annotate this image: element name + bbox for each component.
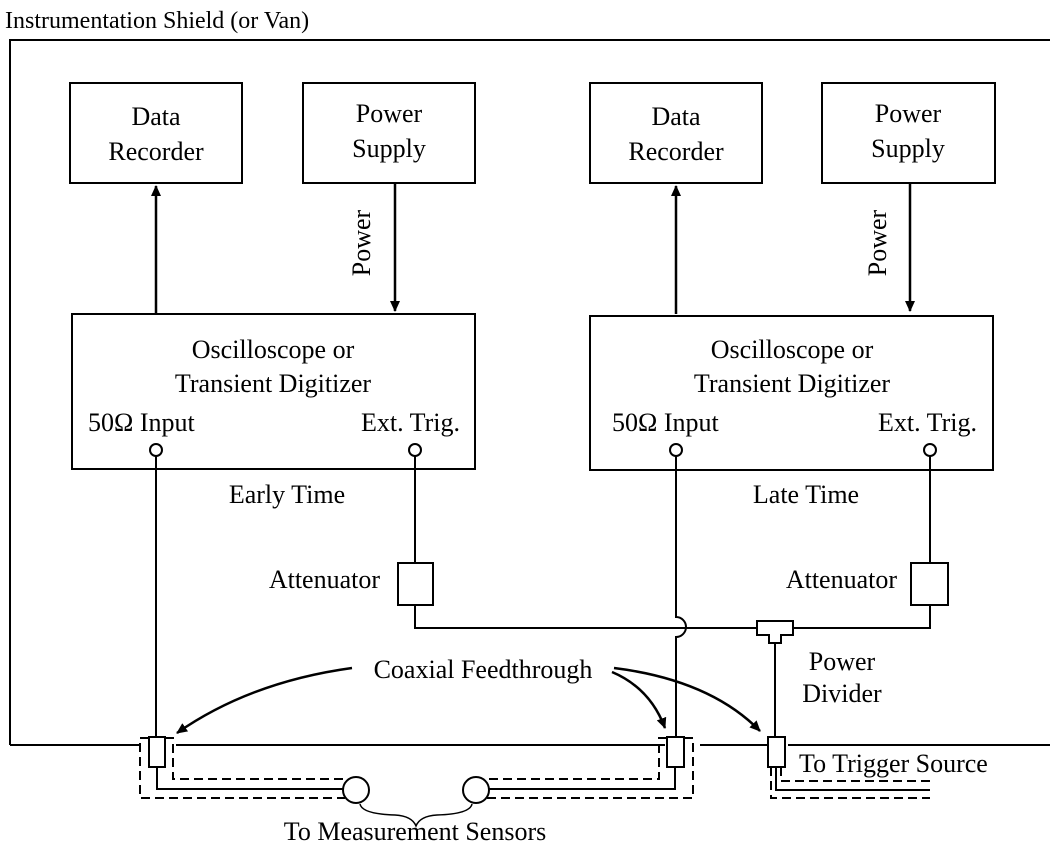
feedthrough-right [767,736,786,768]
feedthrough-label: Coaxial Feedthrough [374,655,593,684]
power-supply-right [821,82,996,184]
trigger-label-right: Ext. Trig. [878,408,977,437]
input-label-left: 50Ω Input [88,408,195,437]
sensor-cable-right [487,737,694,799]
oscilloscope-left [71,313,476,470]
power-divider-label-1: Power [809,647,876,676]
oscilloscope-left-label-2: Transient Digitizer [175,369,372,398]
attenuator-right-label: Attenuator [786,565,898,594]
power-label-right: Power [863,209,892,276]
sensors-label: To Measurement Sensors [284,817,546,846]
power-divider [756,620,794,644]
attenuator-right [910,562,949,606]
oscilloscope-right-label-1: Oscilloscope or [711,335,874,364]
trigger-label-left: Ext. Trig. [361,408,460,437]
time-label-left: Early Time [229,480,345,509]
oscilloscope-right-label-2: Transient Digitizer [694,369,891,398]
input-cable-right [675,456,687,738]
power-supply-left-label-1: Power [356,99,423,128]
feedthrough-arrow-left [176,666,353,735]
time-label-right: Late Time [753,480,859,509]
sensor-connector-left [342,776,370,804]
power-label-left: Power [347,209,376,276]
data-recorder-right-label-2: Recorder [628,137,724,166]
power-divider-label-2: Divider [802,679,882,708]
input-connector-left [149,443,163,457]
feedthrough-middle [666,736,685,768]
input-connector-right [669,443,683,457]
data-recorder-right-label-1: Data [651,102,701,131]
attenuator-left-label: Attenuator [269,565,381,594]
feedthrough-left [148,736,166,768]
power-supply-left-label-2: Supply [352,134,426,163]
trigger-source-label: To Trigger Source [799,749,988,778]
sensor-cable-left [139,737,345,799]
trigger-source-cable-ext [770,767,930,799]
sensor-brace [359,803,473,829]
feedthrough-arrow-right [613,666,761,732]
power-supply-right-label-2: Supply [871,134,945,163]
sensor-connector-right [462,776,490,804]
shield-outline [9,39,1050,746]
data-recorder-right [589,82,763,184]
data-recorder-left-label-1: Data [131,102,181,131]
input-label-right: 50Ω Input [612,408,719,437]
shield-label: Instrumentation Shield (or Van) [5,8,309,34]
data-recorder-left [69,82,243,184]
power-supply-left [302,82,476,184]
data-recorder-left-label-2: Recorder [108,137,204,166]
power-supply-right-label-1: Power [875,99,942,128]
oscilloscope-left-label-1: Oscilloscope or [192,335,355,364]
trigger-bus [414,605,931,629]
feedthrough-arrow-middle [611,670,667,729]
trigger-connector-right [923,443,937,457]
attenuator-left [397,562,434,606]
trigger-connector-left [408,443,422,457]
oscilloscope-right [589,315,994,471]
